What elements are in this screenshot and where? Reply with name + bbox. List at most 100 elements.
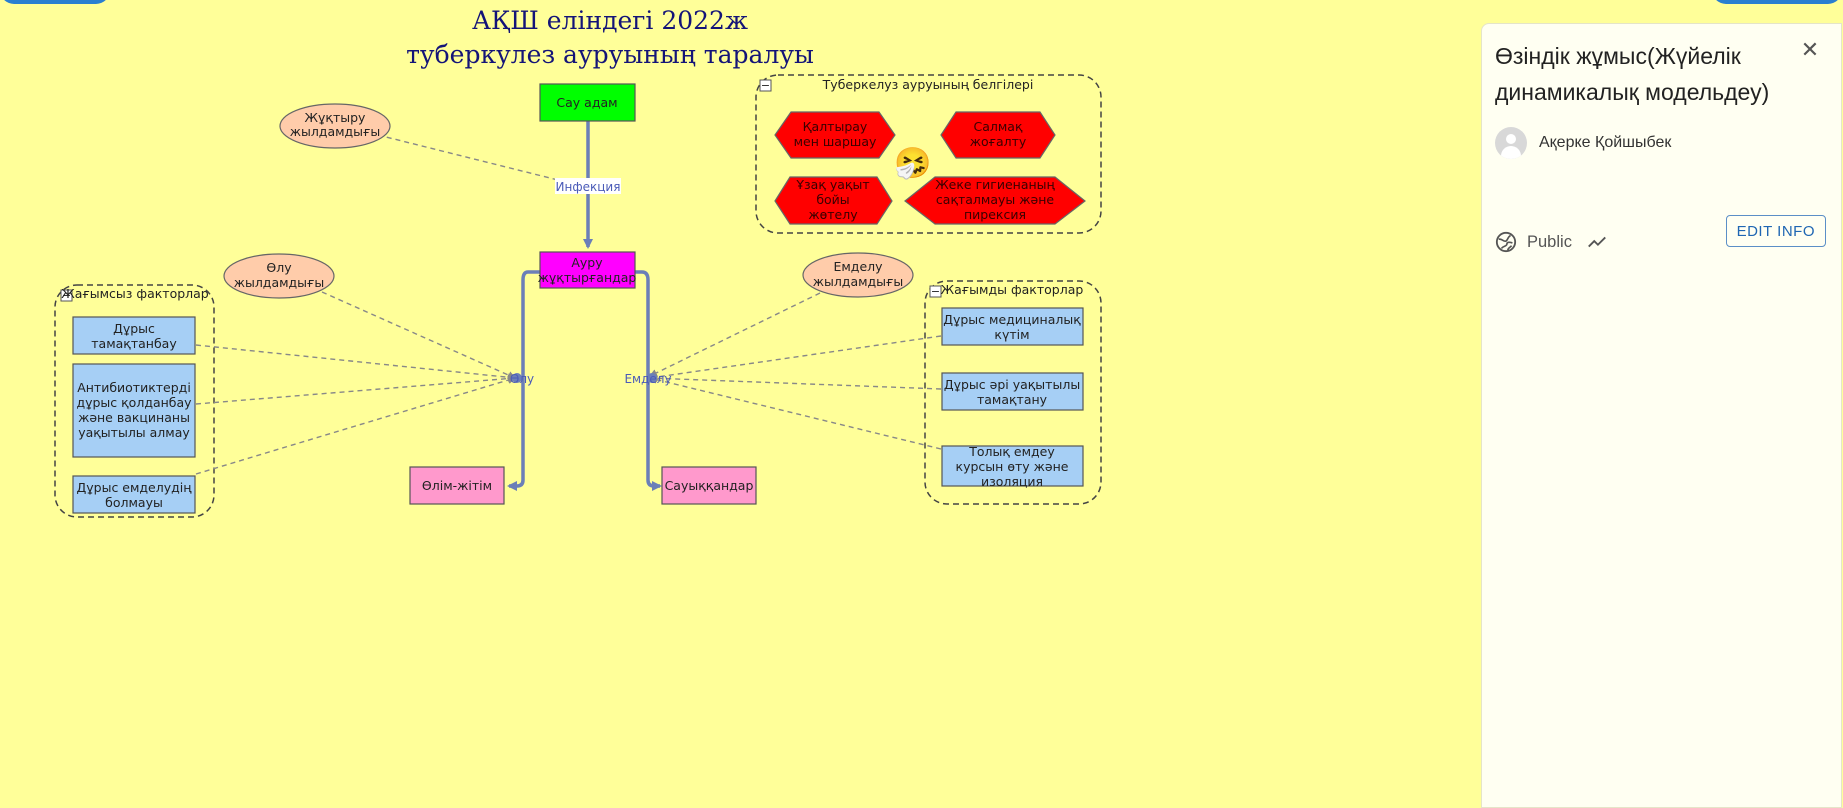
svg-text:жөтелу: жөтелу	[808, 207, 858, 222]
svg-text:Инфекция: Инфекция	[556, 180, 621, 194]
symptom-cough[interactable]: Ұзақ уақыт бойы жөтелу	[774, 176, 893, 225]
flow-pipes	[507, 120, 662, 491]
link-isolation	[649, 375, 942, 450]
svg-text:изоляция: изоляция	[981, 474, 1043, 489]
visibility-label: Public	[1527, 232, 1572, 251]
svg-text:Жұқтыру: Жұқтыру	[305, 110, 366, 125]
svg-text:Өлу: Өлу	[510, 372, 534, 386]
symptom-weight-loss[interactable]: Салмақ жоғалту	[940, 111, 1056, 159]
svg-text:Салмақ: Салмақ	[973, 119, 1022, 134]
symptoms-collapse-button[interactable]: −	[759, 79, 772, 92]
link-cure-rate	[649, 292, 821, 377]
negative-factors-group[interactable]	[54, 284, 215, 518]
link-medical-care	[649, 335, 942, 381]
svg-text:Емделу: Емделу	[833, 259, 883, 274]
link-infection-rate	[377, 134, 579, 188]
infected-label-line2: жұқтырғандар	[538, 270, 637, 285]
trending-icon[interactable]	[1586, 231, 1608, 253]
symptom-chills-fatigue[interactable]: Қалтырау мен шаршау	[774, 111, 896, 159]
link-nutrition-neg	[195, 344, 516, 382]
info-panel: Өзіндік жұмыс(Жүйелік динамикалық модель…	[1481, 23, 1842, 808]
svg-text:күтім: күтім	[994, 327, 1029, 342]
svg-text:Сауыққандар: Сауыққандар	[665, 478, 754, 493]
symptom-hygiene-pyrexia[interactable]: Жеке гигиенаның сақталмауы және пирексия	[904, 176, 1086, 225]
svg-text:Дұрыс әрі уақытылы: Дұрыс әрі уақытылы	[944, 377, 1080, 392]
positive-factor-nutrition[interactable]: Дұрыс әрі уақытылы тамақтану	[941, 372, 1084, 411]
meta-row: Public	[1495, 231, 1608, 253]
svg-text:Ұзақ уақыт: Ұзақ уақыт	[795, 177, 869, 192]
negative-factor-treatment[interactable]: Дұрыс емделудің болмауы	[72, 475, 196, 514]
svg-text:Жеке гигиенаның: Жеке гигиенаның	[935, 177, 1055, 192]
stock-deaths[interactable]: Өлім-жітім	[409, 466, 505, 505]
negative-collapse-button[interactable]: −	[60, 289, 73, 302]
link-nutrition-pos	[649, 374, 942, 390]
svg-text:сақталмауы және: сақталмауы және	[936, 192, 1054, 207]
svg-text:Өлім-жітім: Өлім-жітім	[422, 478, 492, 493]
svg-text:Дұрыс: Дұрыс	[113, 321, 155, 336]
stock-infected[interactable]: Ауру жұқтырғандар	[538, 251, 637, 289]
variable-death-rate[interactable]: Өлу жылдамдығы	[223, 253, 335, 299]
corner-decoration-right	[1712, 0, 1842, 4]
negative-factor-nutrition[interactable]: Дұрыс тамақтанбау	[72, 316, 196, 355]
author-name: Ақерке Қойшыбек	[1539, 134, 1672, 151]
edit-info-button[interactable]: EDIT INFO	[1725, 215, 1826, 247]
symptoms-group[interactable]	[755, 74, 1102, 234]
svg-text:Антибиотиктерді: Антибиотиктерді	[77, 380, 191, 395]
svg-text:тамақтану: тамақтану	[977, 392, 1048, 407]
svg-text:дұрыс қолданбау: дұрыс қолданбау	[76, 395, 192, 410]
close-icon[interactable]: ✕	[1800, 38, 1820, 63]
svg-text:уақытылы алмау: уақытылы алмау	[78, 425, 190, 440]
svg-text:Сау адам: Сау адам	[556, 95, 617, 110]
flow-cure[interactable]: Емделу	[624, 372, 671, 386]
svg-text:Қалтырау: Қалтырау	[803, 119, 868, 134]
title-line-2: туберкулез ауруының таралуы	[406, 40, 814, 69]
positive-group-label: Жағымды факторлар	[941, 282, 1084, 297]
influence-links	[195, 134, 942, 475]
flow-infection[interactable]: Инфекция	[555, 178, 621, 194]
positive-factors-group[interactable]	[924, 280, 1102, 505]
svg-text:Толық емдеу: Толық емдеу	[968, 444, 1055, 459]
avatar	[1495, 127, 1527, 159]
positive-factor-medical-care[interactable]: Дұрыс медициналық күтім	[941, 307, 1084, 346]
svg-text:−: −	[761, 79, 770, 92]
link-treatment-neg	[195, 376, 516, 475]
panel-title: Өзіндік жұмыс(Жүйелік динамикалық модель…	[1495, 43, 1770, 105]
svg-text:курсын өту және: курсын өту және	[956, 459, 1069, 474]
svg-text:Емделу: Емделу	[624, 372, 671, 386]
svg-text:тамақтанбау: тамақтанбау	[91, 336, 177, 351]
stock-healthy[interactable]: Сау адам	[539, 83, 636, 122]
svg-text:жылдамдығы: жылдамдығы	[290, 124, 381, 139]
link-antibiotics-neg	[195, 374, 516, 405]
sneezing-face-icon: 🤧	[894, 146, 931, 181]
negative-group-label: Жағымсыз факторлар	[61, 286, 209, 301]
flow-death[interactable]: Өлу	[510, 372, 534, 386]
infected-label-line1: Ауру	[571, 255, 603, 270]
svg-text:Өлу: Өлу	[266, 260, 292, 275]
stock-recovered[interactable]: Сауыққандар	[661, 466, 757, 505]
positive-collapse-button[interactable]: −	[929, 285, 942, 298]
svg-text:Дұрыс емделудің: Дұрыс емделудің	[76, 480, 192, 495]
svg-text:Дұрыс медициналық: Дұрыс медициналық	[943, 312, 1081, 327]
variable-infection-rate[interactable]: Жұқтыру жылдамдығы	[279, 103, 391, 149]
symptoms-group-label: Туберкелуз ауруының белгілері	[822, 77, 1034, 92]
svg-text:жылдамдығы: жылдамдығы	[234, 275, 325, 290]
svg-text:−: −	[62, 289, 71, 302]
corner-decoration-left	[0, 0, 110, 4]
svg-text:мен шаршау: мен шаршау	[794, 134, 877, 149]
svg-text:жылдамдығы: жылдамдығы	[813, 274, 904, 289]
positive-factor-isolation[interactable]: Толық емдеу курсын өту және изоляция	[941, 444, 1084, 489]
svg-text:−: −	[931, 285, 940, 298]
link-death-rate	[321, 291, 516, 379]
svg-text:жоғалту: жоғалту	[970, 134, 1027, 149]
title-line-1: АҚШ еліндегі 2022ж	[472, 6, 748, 35]
svg-text:пирексия: пирексия	[964, 207, 1026, 222]
diagram-title: АҚШ еліндегі 2022ж туберкулез ауруының т…	[360, 4, 860, 72]
svg-text:және вакцинаны: және вакцинаны	[78, 410, 190, 425]
variable-cure-rate[interactable]: Емделу жылдамдығы	[802, 252, 914, 298]
globe-icon	[1495, 231, 1517, 253]
author-row[interactable]: Ақерке Қойшыбек	[1495, 127, 1671, 159]
negative-factor-antibiotics[interactable]: Антибиотиктерді дұрыс қолданбау және вак…	[72, 363, 196, 458]
flow-death-pipe	[507, 270, 540, 491]
svg-text:бойы: бойы	[816, 192, 849, 207]
